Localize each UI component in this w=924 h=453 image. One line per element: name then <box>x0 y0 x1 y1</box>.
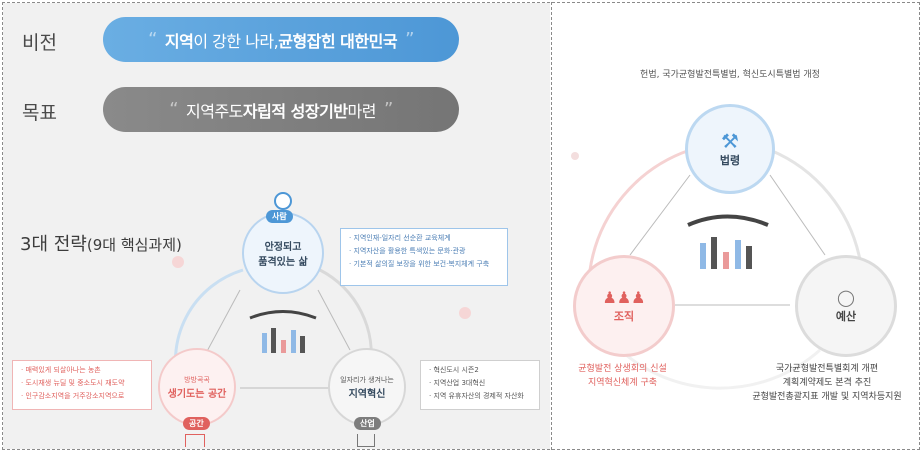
task-item: 지역인재-일자리 선순환 교육체계 <box>349 232 499 245</box>
node-line-2: 지역혁신 <box>348 388 386 400</box>
dot <box>459 307 471 319</box>
quote-close: ” <box>383 99 393 120</box>
task-item: 지역 유휴자산의 경제적 자산화 <box>429 390 531 403</box>
person-icon <box>274 192 292 210</box>
right-panel <box>553 3 919 449</box>
strategy-node-space: 방방곡곡 생기도는 공간 <box>158 348 236 426</box>
task-item: 매력있게 되살아나는 농촌 <box>21 364 143 377</box>
node-line-2: 품격있는 삶 <box>258 257 308 268</box>
cycle-arc-bottom-r <box>608 338 821 390</box>
strategy-title: 3대 전략(9대 핵심과제) <box>20 230 182 256</box>
quote-close: ” <box>405 29 414 50</box>
quote-open: “ <box>148 29 157 50</box>
tag-people: 사람 <box>266 210 293 223</box>
caption-line: 균형발전총괄지표 개발 및 지역차등지원 <box>752 392 902 402</box>
panel-divider <box>551 2 552 450</box>
task-box-industry: 혁신도시 시즌2 지역산업 3대혁신 지역 유휴자산의 경제적 자산화 <box>420 360 540 410</box>
coins-icon: ◯ <box>837 288 855 307</box>
caption-line: 지역혁신체계 구축 <box>587 378 658 388</box>
node-line-1: 일자리가 생겨나는 <box>340 375 394 384</box>
task-item: 지역자산을 활용한 특색있는 문화·관광 <box>349 245 499 258</box>
arrow-top-right <box>317 289 351 351</box>
org-caption: 균형발전 상생회의 신설 지역혁신체계 구축 <box>560 362 685 390</box>
node-line-1: 방방곡곡 <box>184 375 210 384</box>
dot <box>172 256 184 268</box>
goal-text-3: 마련 <box>347 101 377 121</box>
node-org: ♟♟♟ 조직 <box>573 255 675 357</box>
task-item: 기본적 삶의질 보장을 위한 보건·복지체계 구축 <box>349 258 499 271</box>
task-item: 혁신도시 시즌2 <box>429 364 531 377</box>
task-item: 지역산업 3대혁신 <box>429 377 531 390</box>
node-budget: ◯ 예산 <box>795 255 897 357</box>
cycle-arc-right-r <box>769 148 862 261</box>
arrow-law-org <box>629 174 691 256</box>
caption-line: 계획계약제도 본격 추진 <box>782 378 872 388</box>
vision-text-1: 지역 <box>164 31 194 51</box>
law-caption: 헌법, 국가균형발전특별법, 혁신도시특별법 개정 <box>640 70 820 80</box>
caption-line: 균형발전 상생회의 신설 <box>578 364 667 374</box>
people-icon: ♟♟♟ <box>602 288 646 307</box>
budget-caption: 국가균형발전특별회계 개편 계획계약제도 본격 추진 균형발전총괄지표 개발 및… <box>738 362 916 404</box>
strategy-title-main: 3대 전략 <box>20 234 87 255</box>
arrow-law-budget <box>769 174 826 256</box>
korean-roof-icon <box>249 310 317 353</box>
task-item: 인구감소지역을 거주강소지역으로 <box>21 390 143 403</box>
goal-label: 목표 <box>22 102 57 124</box>
task-item: 도시재생 뉴딜 및 중소도시 재도약 <box>21 377 143 390</box>
task-box-people: 지역인재-일자리 선순환 교육체계 지역자산을 활용한 특색있는 문화·관광 기… <box>340 228 508 286</box>
vision-text-3: 균형잡힌 대한민국 <box>278 31 398 51</box>
arrow-top-left <box>204 289 241 356</box>
vision-text-2: 이 강한 나라, <box>193 31 279 51</box>
node-law: ⚒ 법령 <box>685 104 775 194</box>
node-law-label: 법령 <box>719 154 741 167</box>
tag-space: 공간 <box>183 417 210 430</box>
goal-pill: “ 지역주도 자립적 성장기반 마련 ” <box>103 87 459 132</box>
task-box-space: 매력있게 되살아나는 농촌 도시재생 뉴딜 및 중소도시 재도약 인구감소지역을… <box>12 360 152 410</box>
goal-text-2: 자립적 성장기반 <box>242 101 348 121</box>
node-line-1: 안정되고 <box>264 242 302 253</box>
cycle-arc-left-r <box>588 148 691 271</box>
tag-industry: 산업 <box>354 417 381 430</box>
dot <box>571 152 579 160</box>
goal-text-1: 지역주도 <box>186 101 243 121</box>
korean-roof-icon <box>687 214 769 269</box>
quote-open: “ <box>169 99 179 120</box>
gavel-icon: ⚒ <box>721 129 739 153</box>
factory-icon <box>357 434 375 447</box>
node-org-label: 조직 <box>613 310 635 323</box>
node-line-2: 생기도는 공간 <box>167 388 227 400</box>
building-icon <box>185 434 205 447</box>
strategy-node-people: 안정되고 품격있는 삶 <box>242 212 324 294</box>
strategy-node-industry: 일자리가 생겨나는 지역혁신 <box>328 348 406 426</box>
vision-label: 비전 <box>22 32 57 54</box>
vision-pill: “ 지역 이 강한 나라, 균형잡힌 대한민국 ” <box>103 17 459 62</box>
strategy-title-sub: (9대 핵심과제) <box>86 236 182 254</box>
caption-line: 국가균형발전특별회계 개편 <box>775 364 879 374</box>
node-budget-label: 예산 <box>835 310 857 323</box>
